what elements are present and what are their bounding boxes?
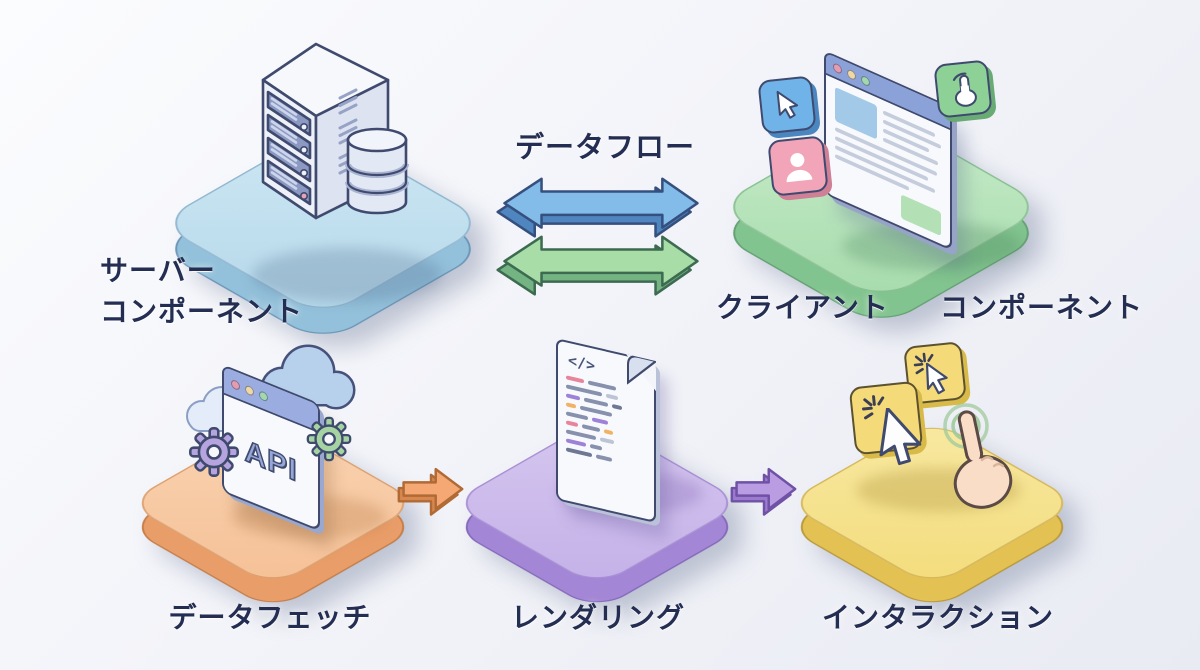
window-dot-yellow-icon (847, 67, 856, 81)
step-arrow-orange-icon (397, 467, 464, 516)
window-dot-green-icon (259, 389, 268, 403)
data-flow-arrow-blue-icon (496, 177, 699, 238)
cursor-badge-icon (757, 75, 817, 135)
server-label-line1: サーバー (100, 255, 216, 286)
window-dot-yellow-icon (245, 383, 254, 397)
click-badge-icon (903, 341, 967, 405)
tap-badge-icon (933, 59, 993, 119)
touch-hand-icon (943, 403, 1013, 509)
server-node-label: サーバー コンポーネント (100, 250, 303, 332)
gear-icon (189, 427, 239, 477)
tap-hand-icon (952, 72, 977, 107)
interaction-label: インタラクション (821, 602, 1054, 633)
window-dot-red-icon (833, 61, 842, 75)
rendering-label: レンダリング (510, 602, 685, 633)
folded-corner-icon (626, 354, 656, 392)
database-icon (345, 127, 409, 215)
client-label-word1: クライアント (716, 292, 889, 323)
object-shadow (252, 248, 442, 302)
user-badge-icon (767, 135, 829, 197)
step-arrow-purple-icon (730, 467, 797, 516)
window-dot-red-icon (231, 378, 240, 391)
data-flow-arrow-green-icon (496, 235, 699, 296)
client-label-word2: コンポーネント (940, 292, 1144, 323)
window-dot-green-icon (861, 73, 870, 87)
server-label-line2: コンポーネント (100, 296, 304, 327)
gear-icon (306, 416, 352, 462)
click-cursor-icon (913, 352, 948, 395)
code-document-icon: </> (556, 338, 656, 524)
pointer-cursor-icon (776, 90, 799, 119)
click-badge-icon (848, 380, 924, 456)
data-fetch-label: データフェッチ (168, 602, 372, 633)
user-icon (786, 153, 813, 183)
click-sparks-icon (861, 395, 885, 420)
api-label: API (244, 433, 299, 489)
data-flow-label: データフロー (514, 132, 695, 164)
pointer-cursor-icon (879, 408, 922, 466)
